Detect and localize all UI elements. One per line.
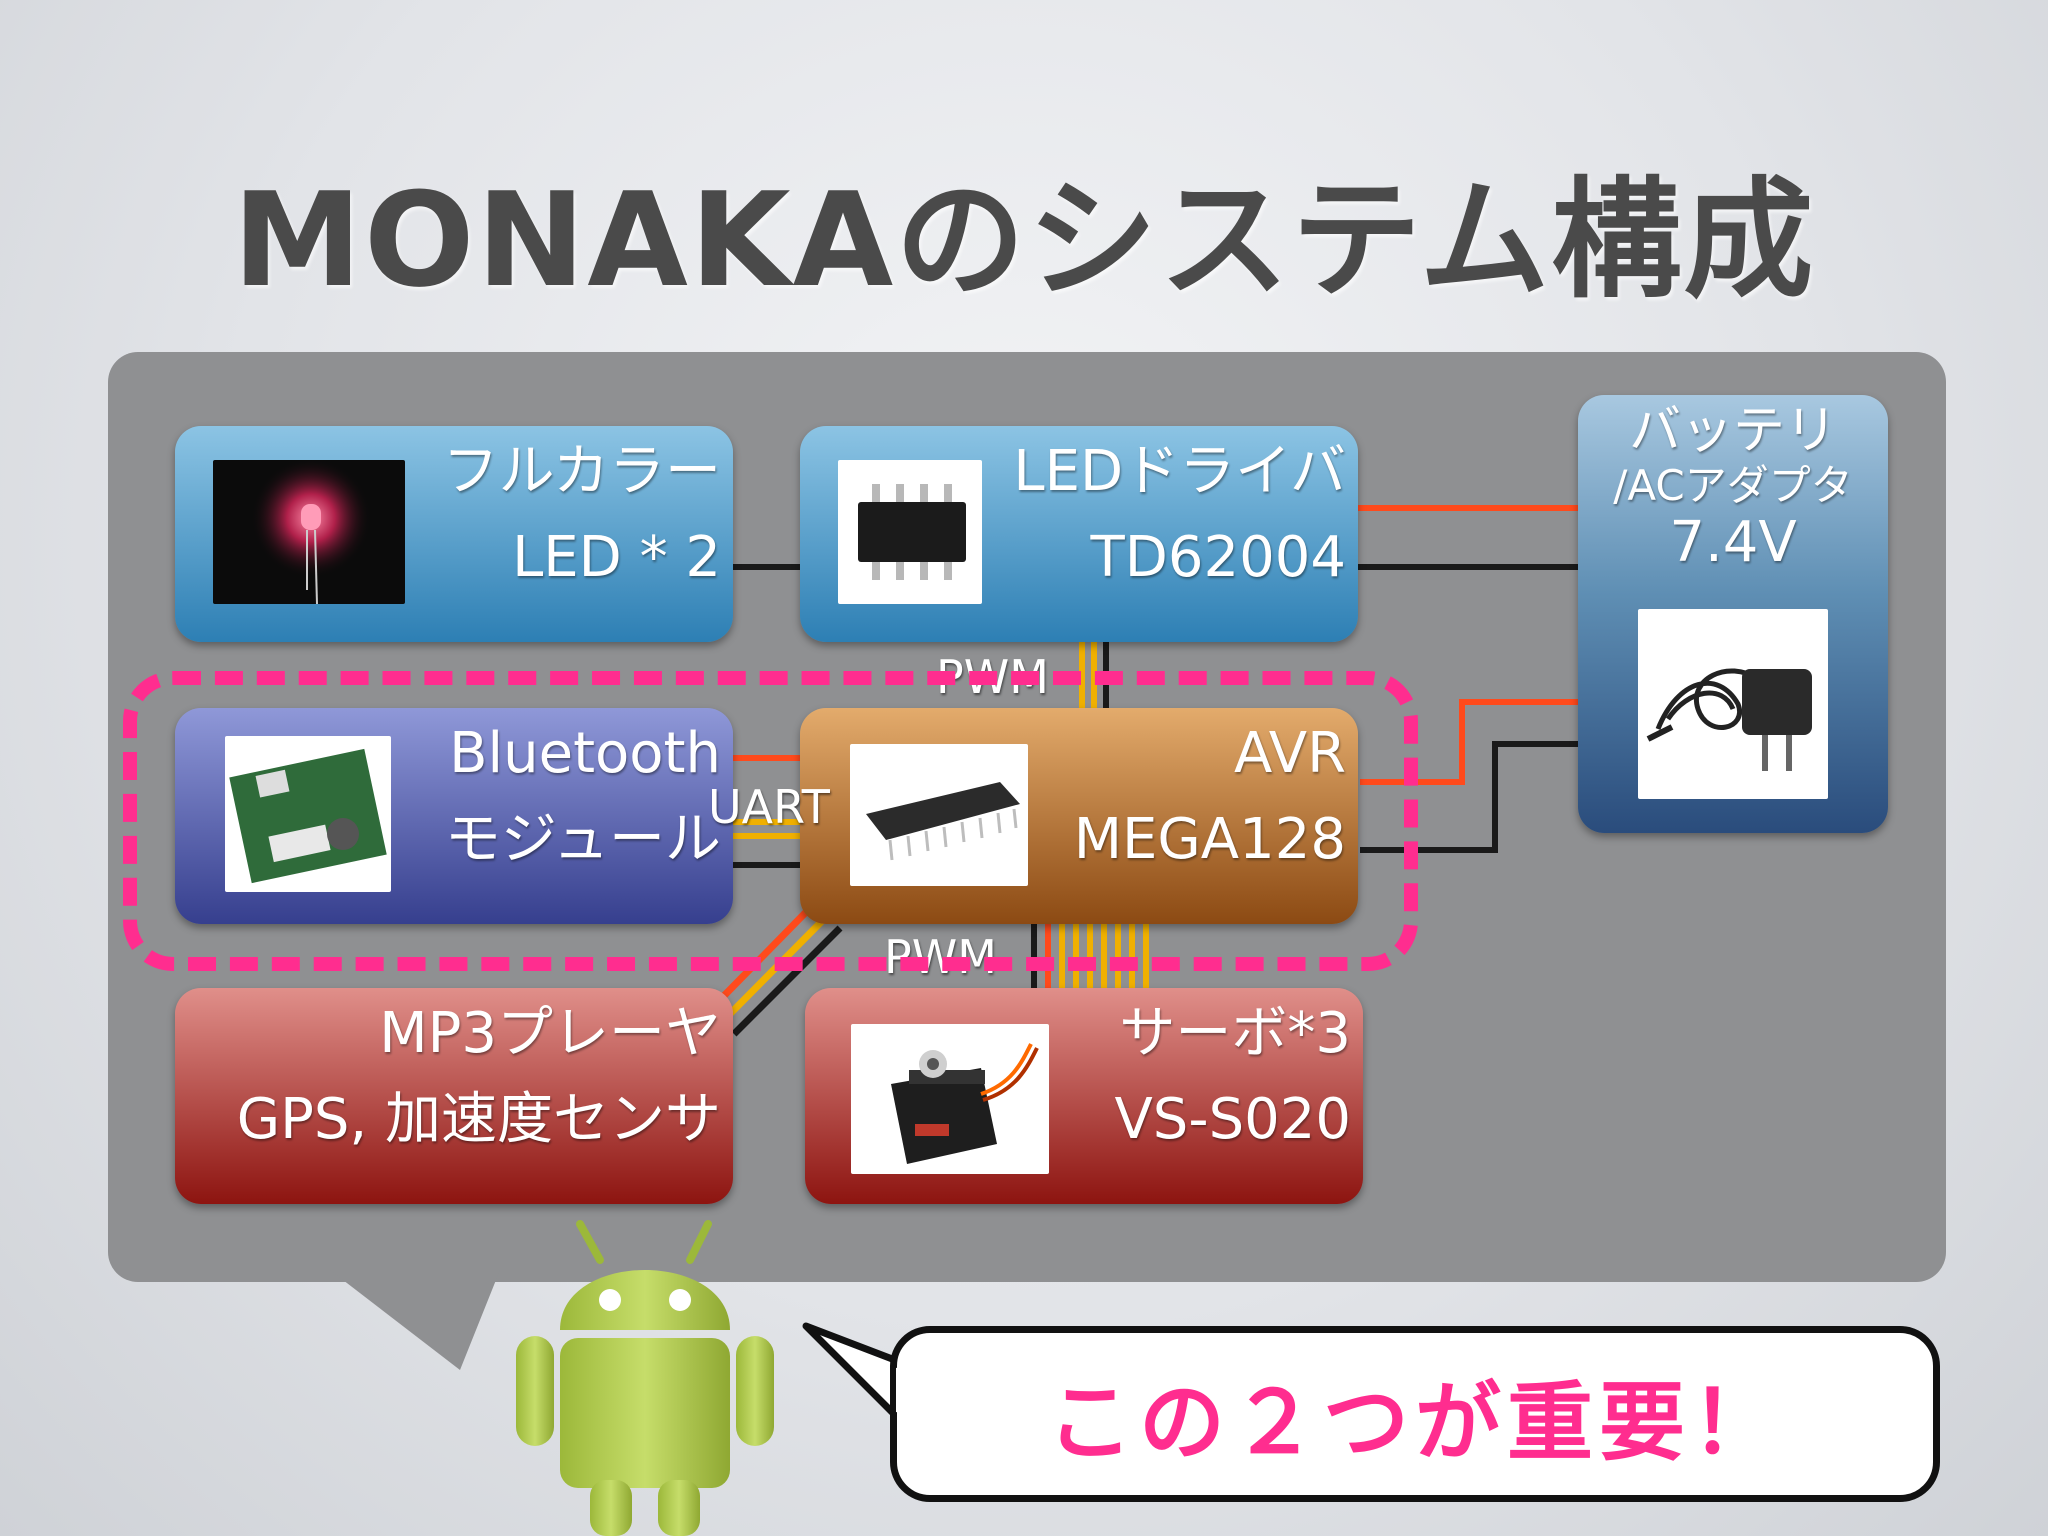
driver-chip-photo [838, 460, 982, 604]
battery-label-2: /ACアダプタ [1613, 461, 1853, 510]
bluetooth-box: Bluetooth モジュール [175, 708, 733, 924]
led-icon [251, 460, 371, 604]
bluetooth-module-icon [229, 748, 387, 884]
bluetooth-label-2: モジュール [444, 807, 721, 872]
bluetooth-module-photo [225, 736, 391, 892]
led-label-2: LED * 2 [512, 525, 721, 590]
servo-label-1: サーボ*3 [1119, 1001, 1351, 1066]
mp3-label-1: MP3プレーヤ [379, 1001, 721, 1066]
avr-chip-photo [850, 744, 1028, 886]
battery-box: バッテリ /ACアダプタ 7.4V [1578, 395, 1888, 833]
avr-label-1: AVR [1234, 721, 1346, 786]
callout-text: この２つが重要！ [1047, 1372, 1783, 1473]
avr-box: AVR MEGA128 [800, 708, 1358, 924]
servo-photo [851, 1024, 1049, 1174]
highlight-region [123, 671, 1418, 971]
ac-adapter-icon [1646, 668, 1812, 771]
servo-label-2: VS-S020 [1114, 1087, 1352, 1152]
callout-box: この２つが重要！ [890, 1326, 1940, 1502]
mp3-label-2: GPS, 加速度センサ [236, 1087, 721, 1152]
mp3-box: MP3プレーヤ GPS, 加速度センサ [175, 988, 733, 1204]
battery-label-3: 7.4V [1669, 510, 1797, 575]
ac-adapter-photo [1638, 609, 1828, 799]
servo-box: サーボ*3 VS-S020 [805, 988, 1363, 1204]
led-driver-box: LEDドライバ TD62004 [800, 426, 1358, 642]
driver-label-2: TD62004 [1090, 525, 1346, 590]
servo-icon [891, 1043, 1039, 1164]
android-mascot-icon [516, 1220, 774, 1536]
driver-label-1: LEDドライバ [1013, 439, 1346, 504]
ic-chip-icon [858, 484, 966, 580]
avr-chip-icon [866, 782, 1020, 861]
led-photo [213, 460, 405, 604]
led-box: フルカラー LED * 2 [175, 426, 733, 642]
led-label-1: フルカラー [442, 439, 721, 504]
slide-title: MONAKAのシステム構成 [232, 164, 1816, 316]
avr-label-2: MEGA128 [1073, 807, 1346, 872]
uart-label: UART [708, 780, 830, 834]
bluetooth-label-1: Bluetooth [449, 721, 721, 786]
battery-label-1: バッテリ [1628, 401, 1837, 461]
